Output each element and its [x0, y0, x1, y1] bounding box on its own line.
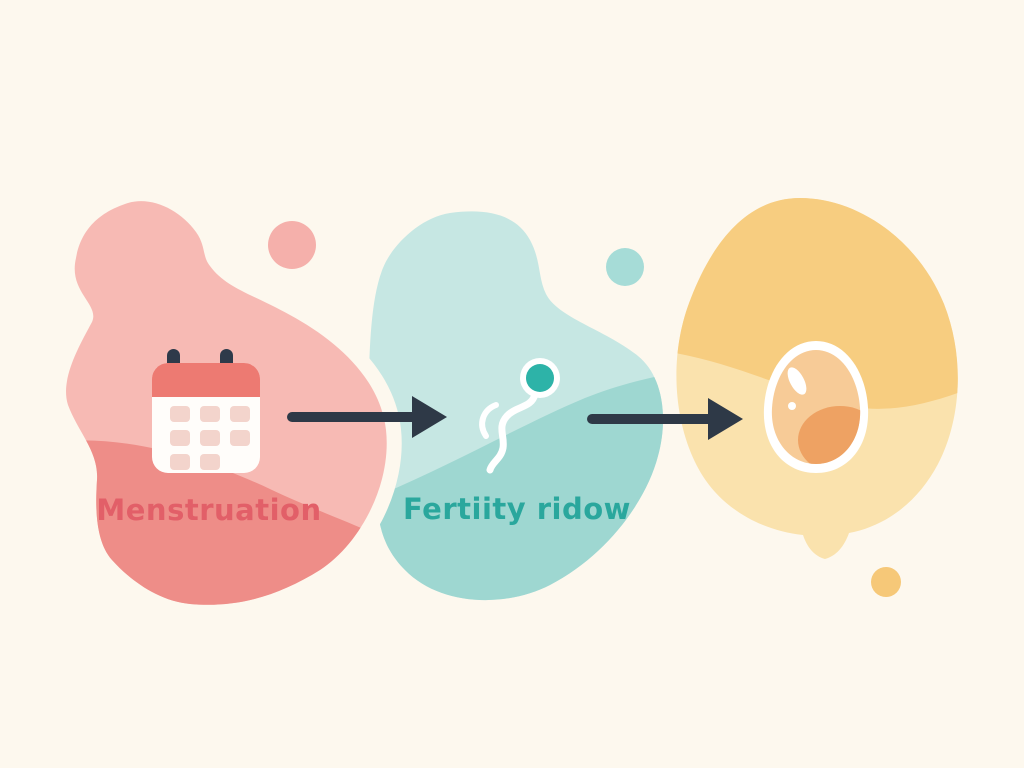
sperm-icon [479, 358, 560, 474]
sperm-tail-hook [479, 402, 499, 439]
arrow-icon-1 [287, 396, 447, 438]
sperm-head [526, 364, 554, 392]
arrow-icon-2 [587, 398, 743, 440]
arrow-2-head [708, 398, 743, 440]
sperm-tail [486, 390, 539, 474]
yellow-dot-decoration [871, 567, 901, 597]
egg-icon [763, 341, 869, 473]
egg-highlight [787, 367, 807, 395]
arrow-1-head [412, 396, 447, 438]
menstruation-label: Menstruation [96, 493, 322, 527]
fertility-window-label: Fertiity ridow [403, 492, 631, 526]
calendar-grid [170, 406, 250, 470]
calendar-icon [152, 349, 260, 473]
calendar-header [152, 363, 260, 397]
pink-dot-decoration [268, 221, 316, 269]
egg-highlight-dot [788, 402, 796, 410]
teal-dot-decoration [606, 248, 644, 286]
egg-shading [798, 406, 861, 464]
